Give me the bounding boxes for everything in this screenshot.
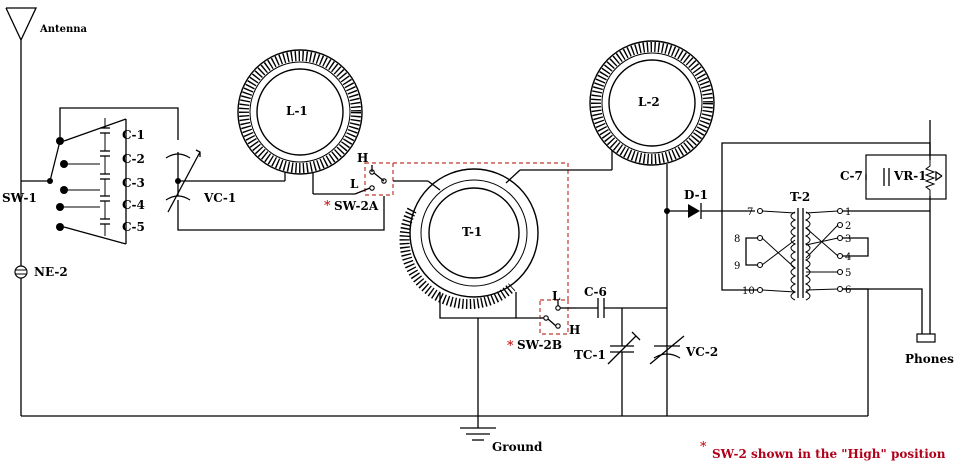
t2-pin6: 6 [845, 285, 851, 296]
t2-pin8: 8 [734, 234, 740, 245]
sw2b-h-label: H [569, 323, 580, 337]
t2-pin5: 5 [845, 268, 851, 279]
phones-jack [843, 211, 936, 343]
vc2-variable-capacitor [649, 335, 685, 365]
phones-label: Phones [905, 352, 954, 366]
c7-label: C-7 [840, 169, 863, 183]
vr1-label: VR-1 [893, 169, 927, 183]
c1-label: C-1 [122, 128, 145, 142]
sw1-capacitor-bank [21, 107, 179, 245]
t2-label: T-2 [790, 190, 810, 204]
t2-ground-return [843, 288, 869, 416]
note-asterisk: * [700, 440, 707, 455]
d1-label: D-1 [684, 188, 708, 202]
tc1-trimmer-capacitor [607, 308, 641, 416]
t2-pin2: 2 [845, 221, 851, 232]
c5-label: C-5 [122, 220, 145, 234]
ne2-neon-lamp [14, 265, 28, 279]
c6-capacitor [576, 298, 667, 318]
sw2a-label: SW-2A [334, 199, 379, 213]
antenna-symbol [5, 7, 38, 416]
l1-toroid-coil [178, 49, 363, 195]
ne2-label: NE-2 [34, 265, 68, 279]
note-text: SW-2 shown in the "High" position [712, 447, 946, 461]
l2-toroid-coil [520, 40, 715, 416]
t2-pin4: 4 [845, 252, 851, 263]
l1-label: L-1 [286, 104, 308, 118]
t2-pin1: 1 [845, 207, 851, 218]
t2-pin9: 9 [734, 261, 740, 272]
tc1-label: TC-1 [574, 348, 606, 362]
t2-pin7: 7 [747, 207, 753, 218]
t1-label: T-1 [462, 225, 482, 239]
ground-symbol [460, 427, 496, 441]
sw2b-asterisk: * [507, 339, 514, 354]
t2-audio-transformer [721, 142, 931, 301]
c6-label: C-6 [584, 285, 607, 299]
vc2-label: VC-2 [685, 345, 718, 359]
sw2b-switch [539, 299, 576, 335]
sw2a-asterisk: * [324, 199, 331, 214]
sw1-label: SW-1 [2, 191, 37, 205]
t1-toroid-transformer [393, 168, 540, 428]
c4-label: C-4 [122, 198, 145, 212]
sw2a-switch [354, 162, 394, 196]
sw2a-h-label: H [357, 151, 368, 165]
t2-pin3: 3 [845, 234, 851, 245]
c3-label: C-3 [122, 176, 145, 190]
c7-vr1-network [843, 120, 947, 212]
l2-label: L-2 [638, 95, 660, 109]
vc1-label: VC-1 [203, 191, 236, 205]
sw2a-l-label: L [350, 177, 359, 191]
ground-label: Ground [492, 440, 543, 454]
antenna-label: Antenna [39, 24, 88, 35]
sw2b-l-label: L [552, 289, 561, 303]
d1-diode [664, 203, 755, 219]
sw2b-label: SW-2B [517, 338, 562, 352]
vc1-variable-capacitor [165, 149, 385, 231]
t2-pin10: 10 [742, 286, 755, 297]
c2-label: C-2 [122, 152, 145, 166]
sw2-linkage [393, 162, 569, 300]
